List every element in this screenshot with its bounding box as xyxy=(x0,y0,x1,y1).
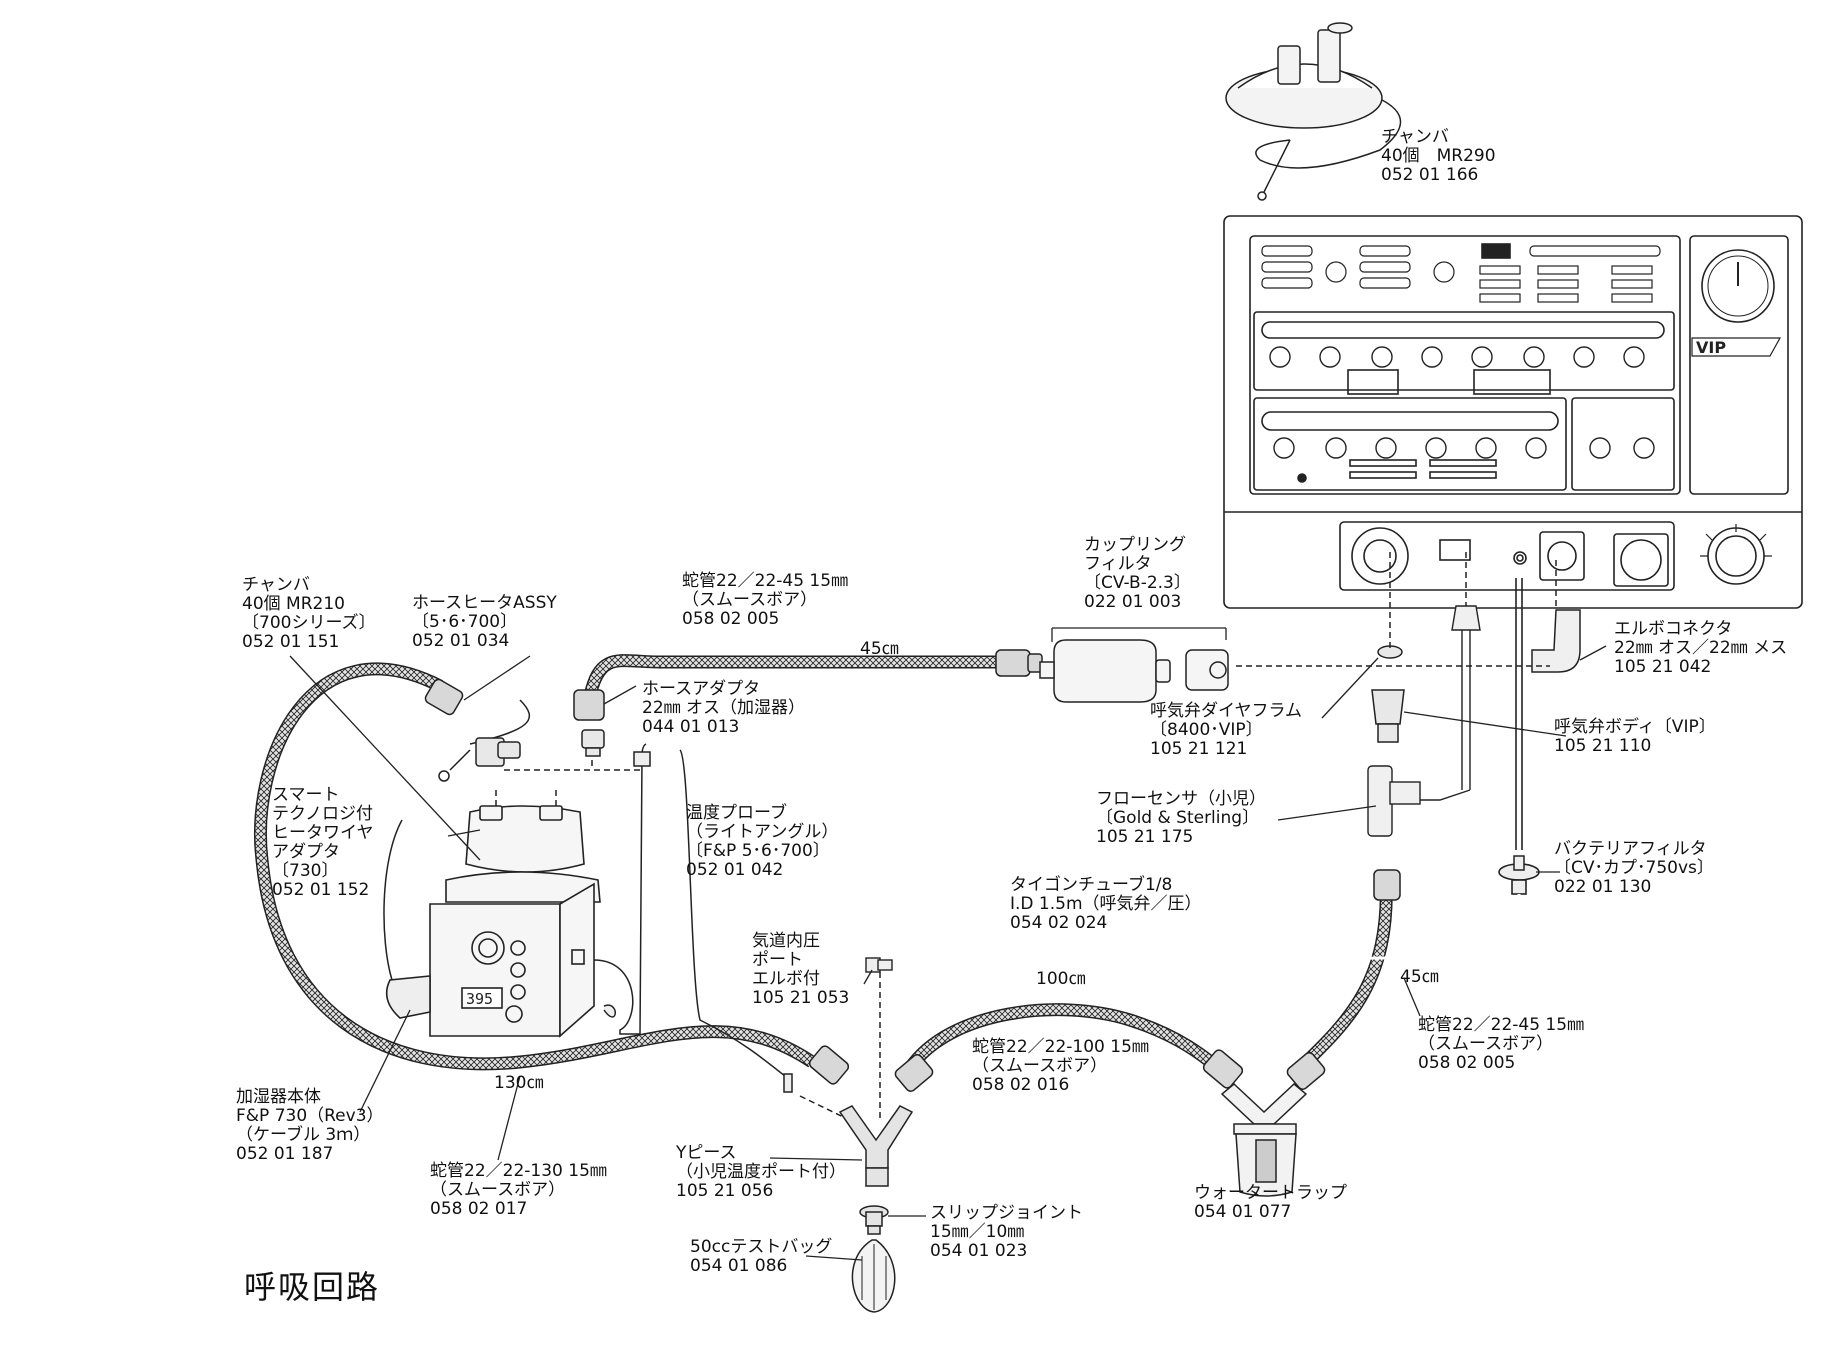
label-bacteria-filter: バクテリアフィルタ〔CV･カプ･750vs〕022 01 130 xyxy=(1554,839,1714,897)
length-top: 45㎝ xyxy=(860,639,899,659)
humidifier-illustration: 395 xyxy=(385,805,601,1038)
label-hose-heater-assy: ホースヒータASSY〔5･6･700〕052 01 034 xyxy=(412,593,557,651)
label-hose-22-45-right: 蛇管22／22-45 15㎜（スムースボア）058 02 005 xyxy=(1418,1015,1585,1073)
hoses xyxy=(254,654,1393,1073)
label-smart-adapter: スマートテクノロジ付ヒータワイヤアダプタ〔730〕052 01 152 xyxy=(272,785,374,900)
label-flow-sensor: フローセンサ（小児）〔Gold & Sterling〕105 21 175 xyxy=(1096,789,1266,847)
bacteria-filter-illustration xyxy=(1513,855,1525,871)
label-temp-probe: 温度プローブ（ライトアングル）〔F&P 5･6･700〕052 01 042 xyxy=(686,803,839,880)
water-trap-illustration xyxy=(1220,1083,1308,1197)
ventilator: VIP xyxy=(1223,215,1803,609)
humidifier-display: 395 xyxy=(466,990,493,1008)
chamber-mr290-illustration xyxy=(1225,22,1402,201)
label-y-piece: Yピース（小児温度ポート付）105 21 056 xyxy=(676,1143,846,1201)
label-hose-22-100: 蛇管22／22-100 15㎜（スムースボア）058 02 016 xyxy=(972,1037,1149,1095)
label-exp-diaphragm: 呼気弁ダイヤフラム〔8400･VIP〕105 21 121 xyxy=(1150,701,1302,759)
hose-cuffs xyxy=(424,649,1401,1092)
elbow-connector-illustration xyxy=(1531,609,1581,673)
length-middle: 100㎝ xyxy=(1036,969,1086,989)
label-exp-body: 呼気弁ボディ〔VIP〕105 21 110 xyxy=(1554,717,1716,756)
length-left: 130㎝ xyxy=(494,1073,544,1093)
coupling-filter-illustration xyxy=(1039,639,1229,703)
leader-lines xyxy=(289,627,1607,1261)
label-hose-22-130: 蛇管22／22-130 15㎜（スムースボア）058 02 017 xyxy=(430,1161,607,1219)
exp-valve-illustration xyxy=(1371,645,1405,743)
flow-sensor-illustration xyxy=(1367,605,1481,837)
page-title: 呼吸回路 xyxy=(244,1268,381,1306)
connection-dashes xyxy=(495,552,1557,1131)
pressure-tube-right xyxy=(889,578,1540,968)
label-coupling-filter: カップリングフィルタ〔CV-B-2.3〕022 01 003 xyxy=(1084,535,1191,612)
label-hose-22-45-top: 蛇管22／22-45 15㎜（スムースボア）058 02 005 xyxy=(682,571,849,629)
y-piece-illustration xyxy=(838,1105,914,1313)
length-right: 45㎝ xyxy=(1400,967,1439,987)
airway-port-illustration xyxy=(865,957,893,973)
vip-brand-logo: VIP xyxy=(1696,338,1726,357)
heater-wire-adapter-illustration xyxy=(475,729,605,767)
